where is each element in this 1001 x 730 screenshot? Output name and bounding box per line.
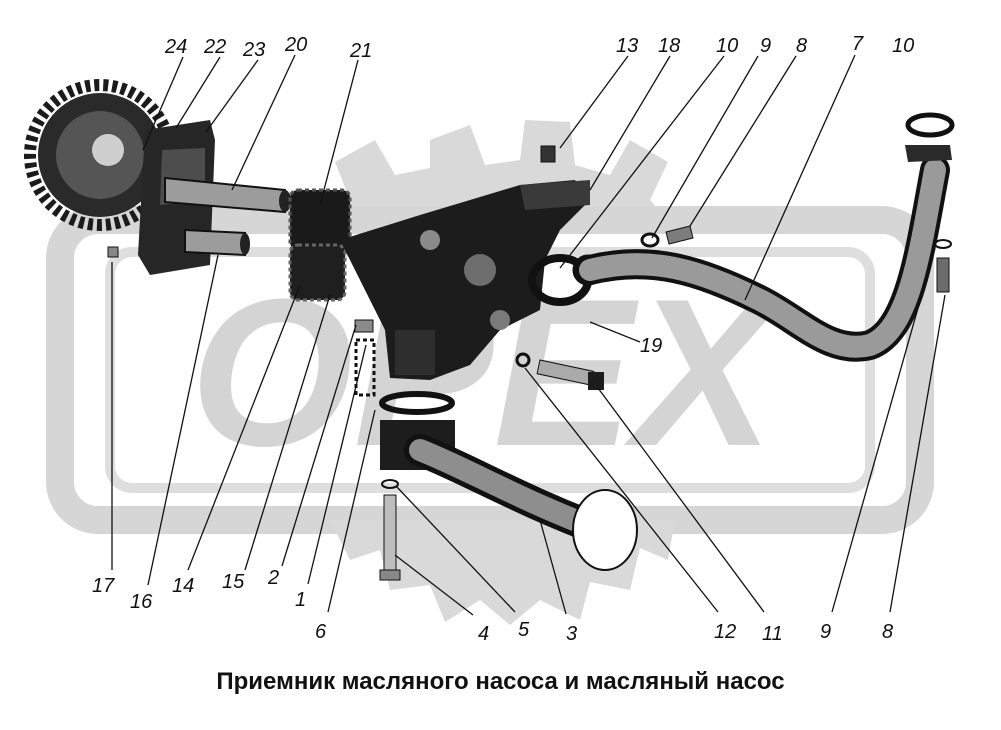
callout-19: 19: [640, 335, 662, 357]
callout-23: 23: [242, 39, 265, 61]
callout-9-top: 9: [760, 35, 771, 57]
relief-valve-parts: [354, 319, 376, 397]
callout-4: 4: [478, 623, 489, 645]
callout-8-bottom: 8: [882, 621, 893, 643]
callout-7: 7: [852, 33, 864, 55]
callout-18: 18: [658, 35, 680, 57]
callout-22: 22: [203, 36, 226, 58]
callout-10-right: 10: [892, 35, 914, 57]
callout-14: 14: [172, 575, 194, 597]
callout-9-bottom: 9: [820, 621, 831, 643]
callout-10-mid: 10: [716, 35, 738, 57]
plug: [540, 145, 556, 163]
callout-8-top: 8: [796, 35, 807, 57]
callout-24: 24: [164, 36, 187, 58]
callout-15: 15: [222, 571, 245, 593]
pump-housing: [340, 180, 590, 380]
receiver-bolt: [379, 479, 401, 581]
bolt-washer-set-mid: [640, 225, 694, 248]
callout-labels: 24 22 23 20 21 13 18 10 9 8 7 10 19 17 1…: [92, 33, 914, 645]
callout-21: 21: [349, 40, 372, 62]
pump-gear-lower: [288, 243, 347, 302]
diagram-caption: Приемник масляного насоса и масляный нас…: [216, 668, 785, 695]
key-pin: [107, 246, 119, 258]
callout-16: 16: [130, 591, 153, 613]
callout-11: 11: [762, 623, 783, 645]
callout-6: 6: [315, 621, 327, 643]
bolt-and-ring: [515, 352, 604, 390]
bolt-washer-set-right: [934, 239, 952, 293]
drive-shaft: [164, 176, 291, 214]
callout-2: 2: [267, 567, 279, 589]
leader-lines: [111, 54, 946, 616]
oil-receiver-screen: [572, 489, 638, 571]
callout-12: 12: [714, 621, 736, 643]
oil-receiver-tube: [379, 391, 616, 546]
callout-17: 17: [92, 575, 115, 597]
driven-shaft: [184, 228, 250, 257]
oil-delivery-tube: [575, 155, 950, 362]
tube-end-flange: [905, 112, 955, 162]
callout-20: 20: [284, 34, 307, 56]
callout-1: 1: [295, 589, 306, 611]
callout-5: 5: [518, 619, 530, 641]
callout-13: 13: [616, 35, 638, 57]
callout-3: 3: [566, 623, 577, 645]
